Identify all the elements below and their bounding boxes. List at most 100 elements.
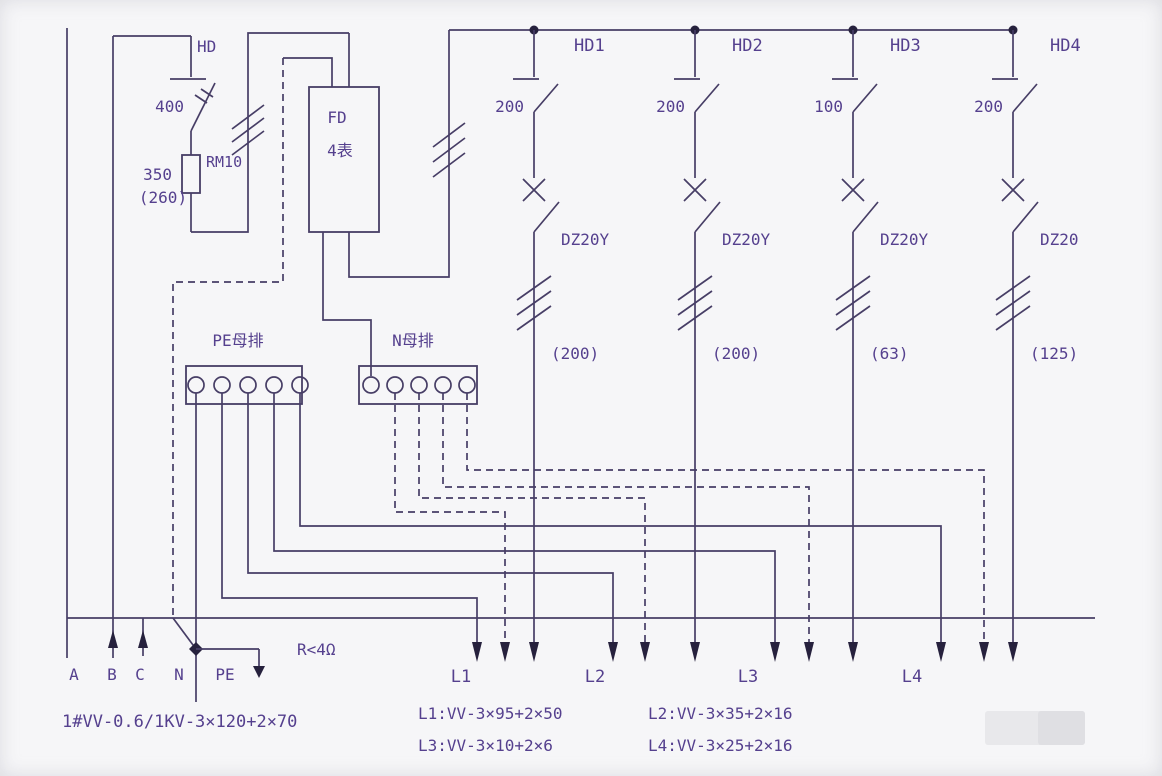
meter-box: FD 4表 [283, 30, 466, 376]
phase-label-b: B [107, 665, 117, 684]
breaker-model: DZ20 [1040, 230, 1079, 249]
ground-resistance-note: R<4Ω [297, 640, 336, 659]
n-busbar-body [358, 365, 478, 405]
meter-to-n-busbar-lead [322, 232, 372, 376]
n-terminal-3 [410, 376, 428, 394]
fuse-model: RM10 [206, 153, 242, 171]
n-terminal-5 [458, 376, 476, 394]
pe-terminal-5 [291, 376, 309, 394]
pe-routing-wires [195, 393, 942, 702]
circuit-label-l4: L4 [902, 667, 922, 687]
phase-label-pe: PE [215, 665, 234, 684]
feeder-hd3: HD3 100 DZ20Y (63) [814, 30, 929, 642]
isolator-rating: 200 [656, 97, 685, 116]
pe-busbar: PE母排 [185, 331, 309, 405]
load-arrow [640, 642, 650, 662]
n-terminal-4 [434, 376, 452, 394]
pe-terminal-3 [239, 376, 257, 394]
switch-to-meter-link [191, 32, 349, 233]
phase-label-n: N [174, 665, 184, 684]
load-arrow [804, 642, 814, 662]
three-phase-slashes [516, 275, 552, 331]
isolator-rating: 200 [495, 97, 524, 116]
breaker-x-contact [683, 178, 707, 202]
meter-top-left-lead [283, 57, 333, 87]
isolator-rating: 100 [814, 97, 843, 116]
switch-blade [190, 82, 216, 132]
pe-busbar-label: PE母排 [212, 331, 263, 350]
load-arrow [770, 642, 780, 662]
load-arrow [529, 642, 539, 662]
three-phase-slashes-left [231, 104, 265, 156]
three-phase-slashes-riser [432, 122, 466, 178]
incoming-section: HD 400 RM10 350 (260) [66, 28, 349, 618]
pe-busbar-body [185, 365, 303, 405]
load-arrow [500, 642, 510, 662]
cable-spec-l3: L3:VV-3×10+2×6 [418, 736, 553, 755]
n-busbar-label: N母排 [392, 331, 434, 350]
load-arrow [848, 642, 858, 662]
breaker-model: DZ20Y [722, 230, 771, 249]
main-switch-label: HD [197, 37, 216, 56]
meter-box-body [308, 86, 380, 233]
cable-spec-l1: L1:VV-3×95+2×50 [418, 704, 563, 723]
load-arrow [690, 642, 700, 662]
feeder-hd2: HD2 200 DZ20Y (200) [656, 30, 771, 642]
flow-arrow-up [108, 630, 118, 648]
circuit-label-l2: L2 [585, 667, 605, 687]
cable-spec-l4: L4:VV-3×25+2×16 [648, 736, 793, 755]
circuit-label-l1: L1 [451, 667, 471, 687]
main-fuse [181, 154, 201, 232]
breaker-model: DZ20Y [561, 230, 610, 249]
main-knife-switch [170, 36, 216, 155]
breaker-model: DZ20Y [880, 230, 929, 249]
breaker-x-contact [841, 178, 865, 202]
isolator-label: HD1 [574, 36, 605, 56]
meter-box-line2: 4表 [327, 141, 353, 160]
isolator-label: HD4 [1050, 36, 1081, 56]
isolator-label: HD2 [732, 36, 763, 56]
neutral-bond-diagonal [172, 617, 197, 650]
n-terminal-2 [386, 376, 404, 394]
circuit-label-l3: L3 [738, 667, 758, 687]
load-arrow [979, 642, 989, 662]
three-phase-slashes [995, 275, 1031, 331]
main-switch-rating: 400 [155, 97, 184, 116]
fuse-switch-ticks [194, 88, 214, 104]
n-terminal-1 [362, 376, 380, 394]
pe-terminal-2 [213, 376, 231, 394]
isolator-rating: 200 [974, 97, 1003, 116]
flow-arrow-up [138, 630, 148, 648]
incoming-cable-spec: 1#VV-0.6/1KV-3×120+2×70 [62, 712, 297, 732]
meter-to-top-bus-lead [348, 30, 450, 278]
n-busbar: N母排 [358, 331, 478, 405]
load-arrow [1008, 642, 1018, 662]
breaker-rating: (200) [551, 344, 599, 363]
neutral-bond-path [172, 58, 284, 650]
earth-branch [196, 648, 260, 666]
meter-box-line1: FD [327, 108, 346, 127]
three-phase-slashes [835, 275, 871, 331]
cable-spec-l2: L2:VV-3×35+2×16 [648, 704, 793, 723]
feeder-hd4: HD4 200 DZ20 (125) [974, 30, 1081, 642]
breaker-rating: (125) [1030, 344, 1078, 363]
breaker-rating: (200) [712, 344, 760, 363]
pe-terminal-4 [265, 376, 283, 394]
breaker-x-contact [522, 178, 546, 202]
neutral-dashed-run [172, 58, 284, 618]
isolator-label: HD3 [890, 36, 921, 56]
breaker-rating: (63) [870, 344, 909, 363]
phase-label-a: A [69, 665, 79, 684]
fuse-rating-paren: (260) [139, 188, 187, 207]
load-arrow [936, 642, 946, 662]
pe-terminal-1 [187, 376, 205, 394]
load-arrows [472, 642, 1018, 662]
load-arrow [608, 642, 618, 662]
fuse-rating: 350 [143, 165, 172, 184]
three-phase-slashes [677, 275, 713, 331]
feeder-hd1: HD1 200 DZ20Y (200) [495, 30, 610, 642]
phase-label-c: C [135, 665, 145, 684]
service-entrance [66, 618, 265, 678]
